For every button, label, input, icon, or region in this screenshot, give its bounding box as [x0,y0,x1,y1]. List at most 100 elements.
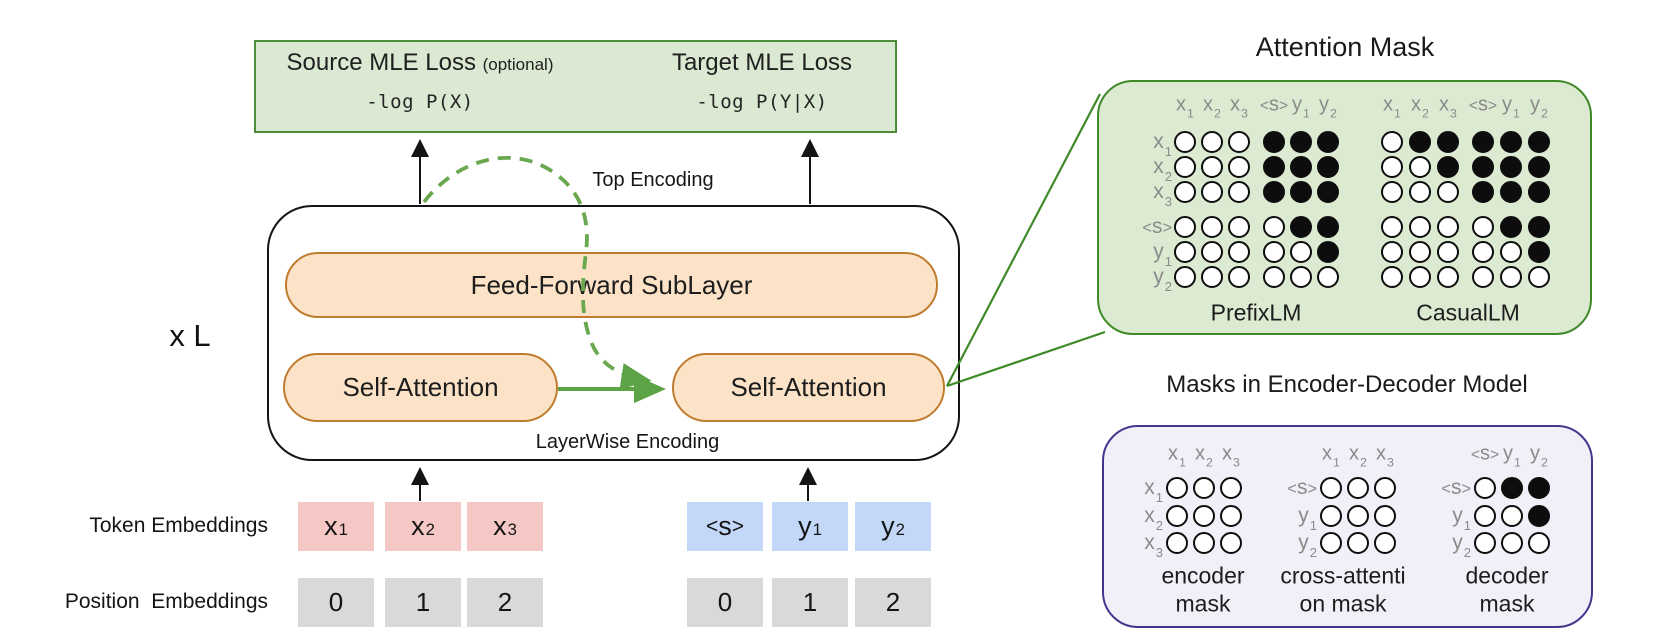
target-mle-loss-title: Target MLE Loss [671,49,853,76]
mask-cell [1228,181,1250,203]
attention-mask-panel [1097,80,1592,335]
mask-cell [1166,505,1188,527]
mask-col-header: x3 [1230,93,1248,121]
mask-caption: PrefixLM [1210,299,1302,326]
mask-row-label: y1 [1153,240,1172,269]
mask-cell [1317,181,1339,203]
mask-cell [1174,241,1196,263]
mask-cell [1472,156,1494,178]
mask-cell [1228,156,1250,178]
mask-col-header: y2 [1530,442,1548,470]
attention-mask-title: Attention Mask [1255,32,1435,62]
mask-row-label: <s> [1287,476,1317,499]
mask-col-header: <s> [1259,93,1289,116]
mask-col-header: x2 [1195,442,1213,470]
mask-cell [1317,156,1339,178]
mask-caption: on mask [1299,590,1387,617]
mask-cell [1263,266,1285,288]
mask-cell [1201,156,1223,178]
target-position-box: 2 [855,578,931,627]
mask-caption: cross-attenti [1280,562,1406,589]
transformer-layer-box [267,205,960,461]
mask-cell [1290,181,1312,203]
mask-cell [1500,181,1522,203]
target-token-box: <s> [687,502,763,551]
mask-col-header: y1 [1292,93,1310,121]
mask-cell [1320,505,1342,527]
mask-cell [1472,131,1494,153]
mask-cell [1201,266,1223,288]
mask-col-header: y1 [1502,93,1520,121]
mask-row-label: <s> [1142,215,1172,238]
mask-cell [1409,216,1431,238]
mask-col-header: x1 [1168,442,1186,470]
feed-forward-sublayer-box: Feed-Forward SubLayer [285,252,938,318]
target-position-box: 1 [772,578,848,627]
mask-col-header: y1 [1503,442,1521,470]
mask-cell [1228,216,1250,238]
mask-row-label: y1 [1298,504,1317,533]
mask-cell [1201,181,1223,203]
mask-cell [1193,477,1215,499]
source-mle-loss-title: Source MLE Loss (optional) [270,49,570,77]
mask-cell [1500,131,1522,153]
mask-cell [1228,266,1250,288]
mask-col-header: y2 [1319,93,1337,121]
mask-cell [1201,241,1223,263]
mask-callout-line-top [946,93,1101,387]
mask-cell [1263,181,1285,203]
mask-cell [1472,266,1494,288]
mask-cell [1228,241,1250,263]
mask-cell [1263,156,1285,178]
mask-cell [1500,216,1522,238]
mask-caption: CasualLM [1416,299,1520,326]
mask-row-label: x1 [1153,130,1172,159]
source-position-box: 2 [467,578,543,627]
mask-cell [1501,477,1523,499]
encoder-decoder-masks-title: Masks in Encoder-Decoder Model [1166,371,1528,398]
mask-cell [1437,216,1459,238]
mask-cell [1290,131,1312,153]
mask-row-label: x3 [1153,180,1172,209]
mask-cell [1290,241,1312,263]
mask-cell [1201,131,1223,153]
mask-cell [1263,216,1285,238]
mask-cell [1437,241,1459,263]
mask-cell [1220,532,1242,554]
target-mle-formula: -log P(Y|X) [696,91,828,113]
mask-cell [1201,216,1223,238]
mask-cell [1500,156,1522,178]
mask-cell [1474,532,1496,554]
mask-cell [1501,505,1523,527]
self-attention-right-box: Self-Attention [672,353,945,422]
mask-cell [1220,477,1242,499]
mask-caption: mask [1479,590,1535,617]
source-position-box: 0 [298,578,374,627]
mask-cell [1174,156,1196,178]
mask-cell [1374,505,1396,527]
mask-callout-line-bottom [946,330,1106,388]
mask-row-label: x3 [1144,531,1163,560]
mask-col-header: x1 [1383,93,1401,121]
mask-cell [1528,181,1550,203]
mask-cell [1317,216,1339,238]
target-position-box: 0 [687,578,763,627]
mask-row-label: y2 [1298,531,1317,560]
mask-cell [1474,505,1496,527]
mask-cell [1381,241,1403,263]
layer-repeat-label: x L [169,318,211,353]
mask-cell [1437,181,1459,203]
mask-cell [1472,181,1494,203]
mask-cell [1290,266,1312,288]
mask-cell [1381,156,1403,178]
mask-cell [1220,505,1242,527]
mask-col-header: x1 [1176,93,1194,121]
position-embeddings-label: Position Embeddings [64,590,268,613]
mask-cell [1472,216,1494,238]
mask-row-label: x1 [1144,476,1163,505]
mask-cell [1317,241,1339,263]
mask-cell [1409,241,1431,263]
